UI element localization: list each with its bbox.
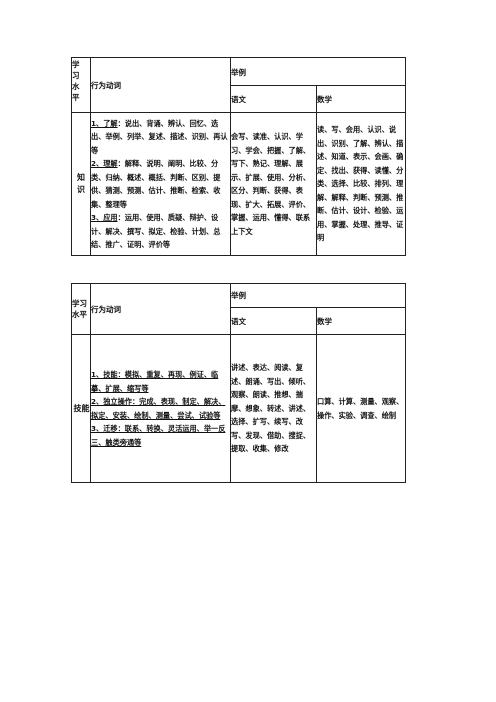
verb-understand: 1、了解：说出、背诵、辨认、回忆、选出、举例、列举、复述、描述、识别、再认等 [91,117,230,158]
skill-table: 学习水平 行为动词 举例 语文 数学 技能 1、技能：模拟、重复、再现、例证、临… [71,283,406,483]
math-examples-2: 口算、计算、测量、观察、操作、实验、调查、绘制 [316,334,406,483]
chinese-examples-text: 会写、读准、认识、学习、学会、把握、了解、写下、熟记、理解、展示、扩展、使用、分… [231,132,311,236]
col-examples-label: 举例 [231,68,247,77]
col-level-label-2: 学习水平 [72,299,88,319]
col-verb-header: 行为动词 [90,57,231,113]
chinese-examples-2: 讲述、表达、阅读、复述、朗诵、写出、倾听、观察、朗读、推想、揣摩、想象、转述、讲… [230,334,317,483]
math-examples-text-2: 口算、计算、测量、观察、操作、实验、调查、绘制 [317,397,404,420]
math-examples: 读、写、会用、认识、说出、识别、了解、辨认、描述、知道、表示、会画、确定、找出、… [316,112,406,256]
col-chinese-header: 语文 [230,85,317,113]
col-math-label-2: 数学 [317,316,333,326]
col-verb-label-2: 行为动词 [91,304,122,314]
verb-comprehend-key: 2、理解 [91,159,118,168]
knowledge-table: 学习水平 行为动词 举例 语文 数学 知识 1、了解：说出、背诵、辨认、回忆、选… [71,57,406,256]
col-level-header: 学习水平 [71,57,91,113]
col-math-label: 数学 [317,94,333,104]
col-chinese-label-2: 语文 [231,316,247,326]
verb-apply-text: ：运用、使用、质疑、辩护、设计、解决、撰写、拟定、检验、计划、总结、推广、证明、… [91,213,221,249]
verb-understand-key: 1、了解 [91,118,118,128]
chinese-examples-text-2: 讲述、表达、阅读、复述、朗诵、写出、倾听、观察、朗读、推想、揣摩、想象、转述、讲… [231,363,311,454]
col-verb-label: 行为动词 [91,80,122,90]
verbs-cell: 1、了解：说出、背诵、辨认、回忆、选出、举例、列举、复述、描述、识别、再认等 2… [90,112,231,256]
col-chinese-header-2: 语文 [230,307,317,335]
verbs-cell-2: 1、技能：模拟、重复、再现、例证、临摹、扩展、缩写等 2、独立操作：完成、表现、… [90,334,231,483]
col-level-label: 学习水平 [72,60,80,102]
verb-comprehend: 2、理解：解释、说明、阐明、比较、分类、归纳、概述、概括、判断、区别、提供、猜测… [91,157,230,211]
level-knowledge-label: 知识 [77,173,85,194]
chinese-examples: 会写、读准、认识、学习、学会、把握、了解、写下、熟记、理解、展示、扩展、使用、分… [230,112,317,256]
col-chinese-label: 语文 [231,94,247,104]
level-skill-label: 技能 [73,403,90,413]
col-math-header-2: 数学 [316,307,406,335]
verb-comprehend-text: ：解释、说明、阐明、比较、分类、归纳、概述、概括、判断、区别、提供、猜测、预测、… [91,159,221,209]
math-examples-text: 读、写、会用、认识、说出、识别、了解、辨认、描述、知道、表示、会画、确定、找出、… [317,125,404,243]
verb-apply-key: 3、应用 [91,213,118,222]
col-math-header: 数学 [316,85,406,113]
col-examples-label-2: 举例 [231,291,247,300]
col-examples-header-2: 举例 [230,283,406,308]
col-verb-header-2: 行为动词 [90,283,231,335]
col-examples-header: 举例 [230,57,406,86]
verb-skill: 1、技能：模拟、重复、再现、例证、临摹、扩展、缩写等 [91,370,219,393]
verb-independent-operation: 2、独立操作：完成、表现、制定、解决、拟定、安装、绘制、测量、尝试、试验等 [91,397,226,420]
verb-transfer: 3、迁移：联系、转换、灵活运用、举一反三、触类旁通等 [91,424,226,447]
verb-understand-text: ：说出、背诵、辨认、回忆、选出、举例、列举、复述、描述、识别、再认等 [91,118,228,155]
verb-apply: 3、应用：运用、使用、质疑、辩护、设计、解决、撰写、拟定、检验、计划、总结、推广… [91,211,230,252]
col-level-header-2: 学习水平 [71,283,91,335]
level-knowledge: 知识 [71,112,91,256]
level-skill: 技能 [71,334,91,483]
